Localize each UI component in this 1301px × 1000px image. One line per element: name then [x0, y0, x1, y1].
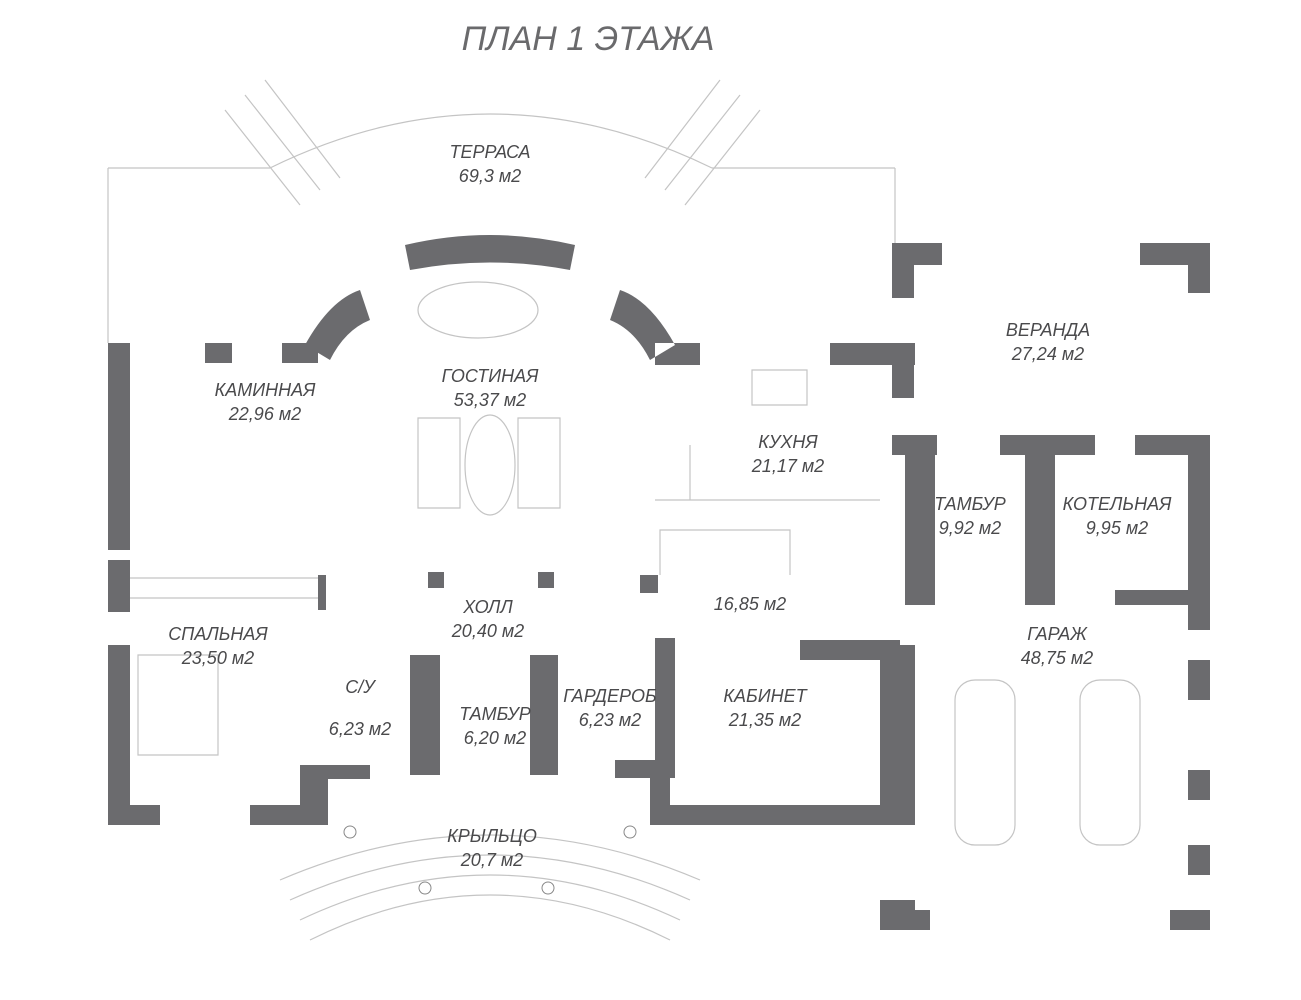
room-wardrobe: ГАРДЕРОБ 6,23 м2	[563, 684, 656, 732]
room-area: 6,23 м2	[328, 719, 392, 739]
room-name: ВЕРАНДА	[1005, 320, 1091, 340]
room-name: ГОСТИНАЯ	[441, 366, 539, 386]
room-veranda: ВЕРАНДА 27,24 м2	[1006, 318, 1090, 366]
room-area: 22,96 м2	[228, 404, 302, 424]
room-area: 6,23 м2	[578, 710, 642, 730]
room-boiler: КОТЕЛЬНАЯ 9,95 м2	[1063, 492, 1172, 540]
room-vestibule-east: ТАМБУР 9,92 м2	[934, 492, 1006, 540]
room-area: 23,50 м2	[181, 648, 255, 668]
car-1	[954, 679, 1016, 846]
room-porch: КРЫЛЬЦО 20,7 м2	[447, 824, 537, 872]
room-area: 21,35 м2	[728, 710, 802, 730]
room-name: СПАЛЬНАЯ	[168, 624, 268, 644]
car-2	[1079, 679, 1141, 846]
room-area: 20,7 м2	[460, 850, 524, 870]
room-name: С/У	[345, 677, 375, 697]
room-name: ГАРАЖ	[1027, 624, 1087, 644]
room-living: ГОСТИНАЯ 53,37 м2	[442, 364, 539, 412]
room-area: 6,20 м2	[463, 728, 527, 748]
room-kitchen: КУХНЯ 21,17 м2	[752, 430, 824, 478]
room-area: 9,92 м2	[938, 518, 1002, 538]
room-area: 48,75 м2	[1020, 648, 1094, 668]
room-name: ТЕРРАСА	[449, 142, 531, 162]
room-name: ТАМБУР	[459, 704, 531, 724]
room-terrace: ТЕРРАСА 69,3 м2	[449, 140, 530, 188]
dining-table	[417, 281, 539, 339]
room-name: КУХНЯ	[758, 432, 818, 452]
room-name: КОТЕЛЬНАЯ	[1062, 494, 1172, 514]
coffee-table	[464, 414, 516, 516]
furniture	[130, 369, 880, 756]
room-stair-hall: 16,85 м2	[714, 592, 786, 616]
room-hall: ХОЛЛ 20,40 м2	[452, 595, 524, 643]
terrace-steps	[224, 79, 761, 206]
walls	[108, 235, 1210, 930]
room-name: ТАМБУР	[934, 494, 1006, 514]
room-fireplace: КАМИННАЯ 22,96 м2	[215, 378, 316, 426]
room-vestibule-main: ТАМБУР 6,20 м2	[459, 702, 531, 750]
room-area: 21,17 м2	[751, 456, 825, 476]
room-bedroom: СПАЛЬНАЯ 23,50 м2	[168, 622, 267, 670]
terrace-outline	[107, 167, 896, 343]
room-area: 20,40 м2	[451, 621, 525, 641]
room-garage: ГАРАЖ 48,75 м2	[1021, 622, 1093, 670]
terrace-arc	[269, 113, 713, 169]
room-name: ХОЛЛ	[463, 597, 513, 617]
porch-steps	[279, 834, 701, 941]
room-name: КАБИНЕТ	[723, 686, 807, 706]
outline-lines	[107, 79, 1141, 941]
plan-title: ПЛАН 1 ЭТАЖА	[461, 20, 715, 58]
room-name: КРЫЛЬЦО	[447, 826, 537, 846]
room-area: 9,95 м2	[1085, 518, 1149, 538]
room-area: 16,85 м2	[713, 594, 787, 614]
columns	[343, 825, 637, 895]
room-area: 27,24 м2	[1011, 344, 1085, 364]
room-name: ГАРДЕРОБ	[563, 686, 657, 706]
room-area: 53,37 м2	[453, 390, 527, 410]
room-bathroom: С/У 6,23 м2	[329, 666, 391, 750]
room-name: КАМИННАЯ	[214, 380, 316, 400]
room-area: 69,3 м2	[458, 166, 522, 186]
room-office: КАБИНЕТ 21,35 м2	[723, 684, 806, 732]
